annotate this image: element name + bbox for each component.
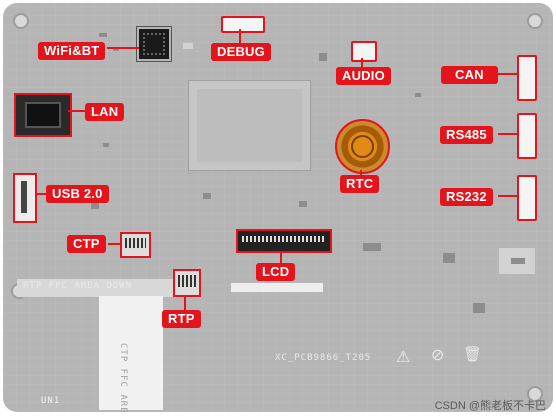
esd-icon: ⚠ — [396, 349, 411, 366]
rs232-leader — [498, 195, 517, 197]
label-lan: LAN — [85, 103, 125, 121]
ref-silkscreen: UN1 — [41, 396, 61, 406]
lan-port — [14, 93, 72, 137]
smd-component — [443, 253, 455, 263]
label-rtc: RTC — [340, 175, 380, 193]
rtp-leader — [184, 295, 186, 311]
smd-component — [91, 203, 99, 209]
pb-free-icon: ⊘ — [431, 347, 445, 364]
rtc-battery — [335, 119, 390, 174]
label-rs485: RS485 — [440, 126, 493, 144]
smd-component — [183, 43, 193, 49]
debug-connector — [221, 16, 265, 33]
lcd-fpc-connector — [236, 229, 332, 253]
label-rtp: RTP — [162, 310, 201, 328]
smd-component — [415, 93, 421, 97]
label-usb: USB 2.0 — [46, 185, 109, 203]
ctp-connector — [120, 232, 151, 258]
rs485-leader — [498, 133, 517, 135]
rs232-connector — [517, 175, 537, 221]
rs485-connector — [517, 113, 537, 159]
can-leader — [493, 73, 517, 75]
smd-component — [473, 303, 485, 313]
audio-leader — [361, 58, 363, 68]
smd-component — [99, 33, 107, 37]
lcd-leader — [280, 251, 282, 263]
usb-port — [13, 173, 37, 223]
recycle-bin-icon: 🗑 — [463, 346, 483, 363]
soc-chip — [188, 80, 311, 171]
board-model-silkscreen: XC_PCB9866_T205 — [275, 353, 372, 363]
can-connector — [517, 55, 537, 101]
smd-component — [203, 193, 211, 199]
smd-component — [363, 243, 381, 251]
rtp-ffc-silkscreen: RTP FFC AREA DOWN — [23, 281, 133, 291]
label-rs232: RS232 — [440, 188, 493, 206]
mounting-hole — [13, 13, 29, 29]
ctp-ffc-silkscreen: CTP FFC AREA — [118, 343, 128, 412]
smd-component — [103, 143, 109, 147]
watermark: CSDN @熊老板不卡巴 — [434, 400, 546, 412]
mounting-hole — [527, 13, 543, 29]
audio-connector — [351, 41, 377, 62]
label-debug: DEBUG — [211, 43, 271, 61]
ctp-leader — [108, 243, 120, 245]
rtp-ffc-band — [17, 279, 187, 297]
lan-leader — [68, 110, 86, 112]
smd-component — [299, 201, 307, 207]
label-wifi-bt: WiFi&BT — [38, 42, 106, 60]
ctp-ffc-area — [99, 296, 163, 410]
label-ctp: CTP — [67, 235, 106, 253]
debug-leader — [239, 29, 241, 43]
rtc-leader — [360, 170, 362, 176]
pcb-board: RTP FFC AREA DOWN CTP FFC AREA XC_PCB986… — [3, 3, 553, 412]
rtp-connector — [173, 269, 201, 297]
smd-component — [511, 258, 525, 264]
wifi-bt-chip — [139, 29, 169, 59]
label-lcd: LCD — [256, 263, 296, 281]
mounting-hole — [527, 386, 543, 402]
lcd-silk-bar — [231, 283, 323, 292]
smd-component — [319, 53, 327, 61]
label-audio: AUDIO — [336, 67, 391, 85]
label-can: CAN — [441, 66, 498, 84]
smd-component — [113, 47, 119, 51]
wifi-leader — [107, 47, 139, 49]
usb-leader — [35, 193, 47, 195]
